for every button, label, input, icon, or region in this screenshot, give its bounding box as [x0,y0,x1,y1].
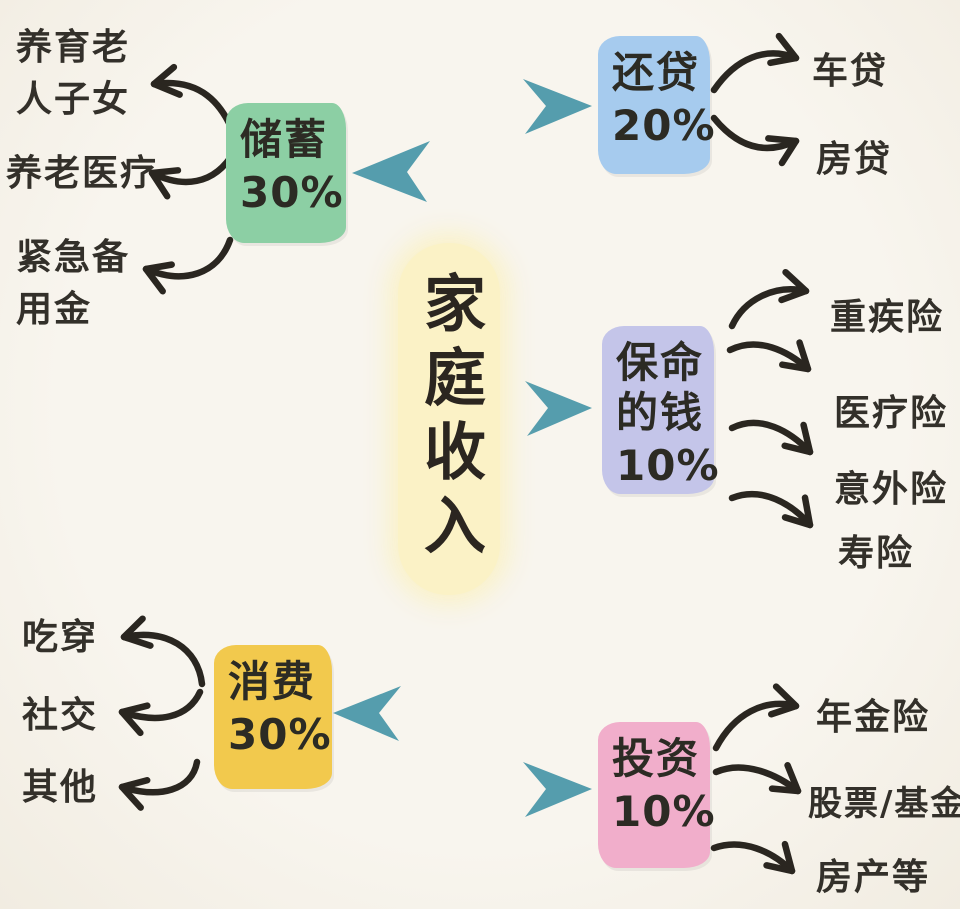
leaf-label: 社交 [22,695,99,736]
arrow-protection-child-3 [728,490,814,529]
leaf-savings-raise-family: 养育老人子女 [16,22,138,126]
branch-savings-label: 储蓄 [240,115,329,164]
leaf-savings-emergency-fund: 紧急备用金 [16,232,138,336]
leaf-consumption-social: 社交 [22,690,98,742]
leaf-label: 房贷 [816,139,893,180]
arrow-savings-child-2 [142,236,234,295]
arrow-loan-child-1 [710,114,800,167]
flow-dart-center-to-investment [523,762,592,817]
branch-node-loan-repayment: 还贷 20% [598,36,716,174]
leaf-label: 养老医疗 [6,153,159,194]
branch-investment-label: 投资 [612,734,701,783]
leaf-label: 车贷 [812,51,889,92]
arrow-protection-child-1 [726,339,812,373]
arrow-consumption-child-2 [118,758,201,811]
leaf-label: 养育老人子女 [16,27,131,120]
leaf-label: 年金险 [816,697,931,738]
leaf-protection-life: 寿险 [838,528,914,580]
leaf-label: 意外险 [834,469,949,510]
arrow-investment-child-0 [712,683,800,752]
arrow-protection-child-2 [728,419,814,456]
leaf-protection-medical: 医疗险 [834,388,948,440]
leaf-consumption-other: 其他 [22,762,98,814]
leaf-label: 股票/基金 [808,784,960,824]
leaf-label: 紧急备用金 [16,237,131,330]
flow-dart-center-to-consumption [333,686,401,741]
branch-node-consumption: 消费 30% [214,645,332,789]
leaf-label: 吃穿 [22,617,99,658]
center-label: 家庭收入 [413,271,486,567]
branch-protection-label: 保命的钱 [616,338,705,437]
branch-consumption-label: 消费 [228,657,317,706]
arrow-savings-child-1 [148,148,238,200]
arrow-loan-child-0 [710,32,800,94]
leaf-label: 其他 [22,767,99,808]
branch-loan-label: 还贷 [612,48,701,97]
leaf-investment-real-estate: 房产等 [816,852,930,904]
flow-dart-center-to-loan [523,79,592,134]
leaf-consumption-food-clothing: 吃穿 [22,612,98,664]
leaf-protection-accident: 意外险 [834,464,948,516]
leaf-savings-retirement-medical: 养老医疗 [6,148,158,200]
arrow-protection-child-0 [728,268,810,330]
branch-node-protection-money: 保命的钱 10% [602,326,720,494]
leaf-label: 重疾险 [830,297,945,338]
branch-loan-percent: 20% [612,101,716,150]
leaf-loan-mortgage: 房贷 [816,134,892,186]
arrow-consumption-child-1 [118,688,204,737]
leaf-investment-stocks-funds: 股票/基金 [808,778,960,830]
leaf-label: 房产等 [816,857,931,898]
branch-consumption-percent: 30% [228,710,332,759]
flow-dart-center-to-savings [352,141,430,202]
leaf-label: 寿险 [838,533,915,574]
arrow-investment-child-2 [710,840,796,875]
flow-dart-center-to-protection [525,381,592,436]
leaf-investment-annuity: 年金险 [816,692,930,744]
center-node-family-income: 家庭收入 [398,243,500,595]
leaf-protection-critical-illness: 重疾险 [830,292,944,344]
branch-savings-percent: 30% [240,168,344,217]
leaf-loan-car: 车贷 [812,46,888,98]
arrow-investment-child-1 [712,762,802,795]
branch-node-savings: 储蓄 30% [226,103,346,243]
branch-protection-percent: 10% [616,441,720,490]
branch-investment-percent: 10% [612,787,716,836]
leaf-label: 医疗险 [834,393,949,434]
arrow-consumption-child-0 [120,615,206,688]
branch-node-investment: 投资 10% [598,722,716,868]
